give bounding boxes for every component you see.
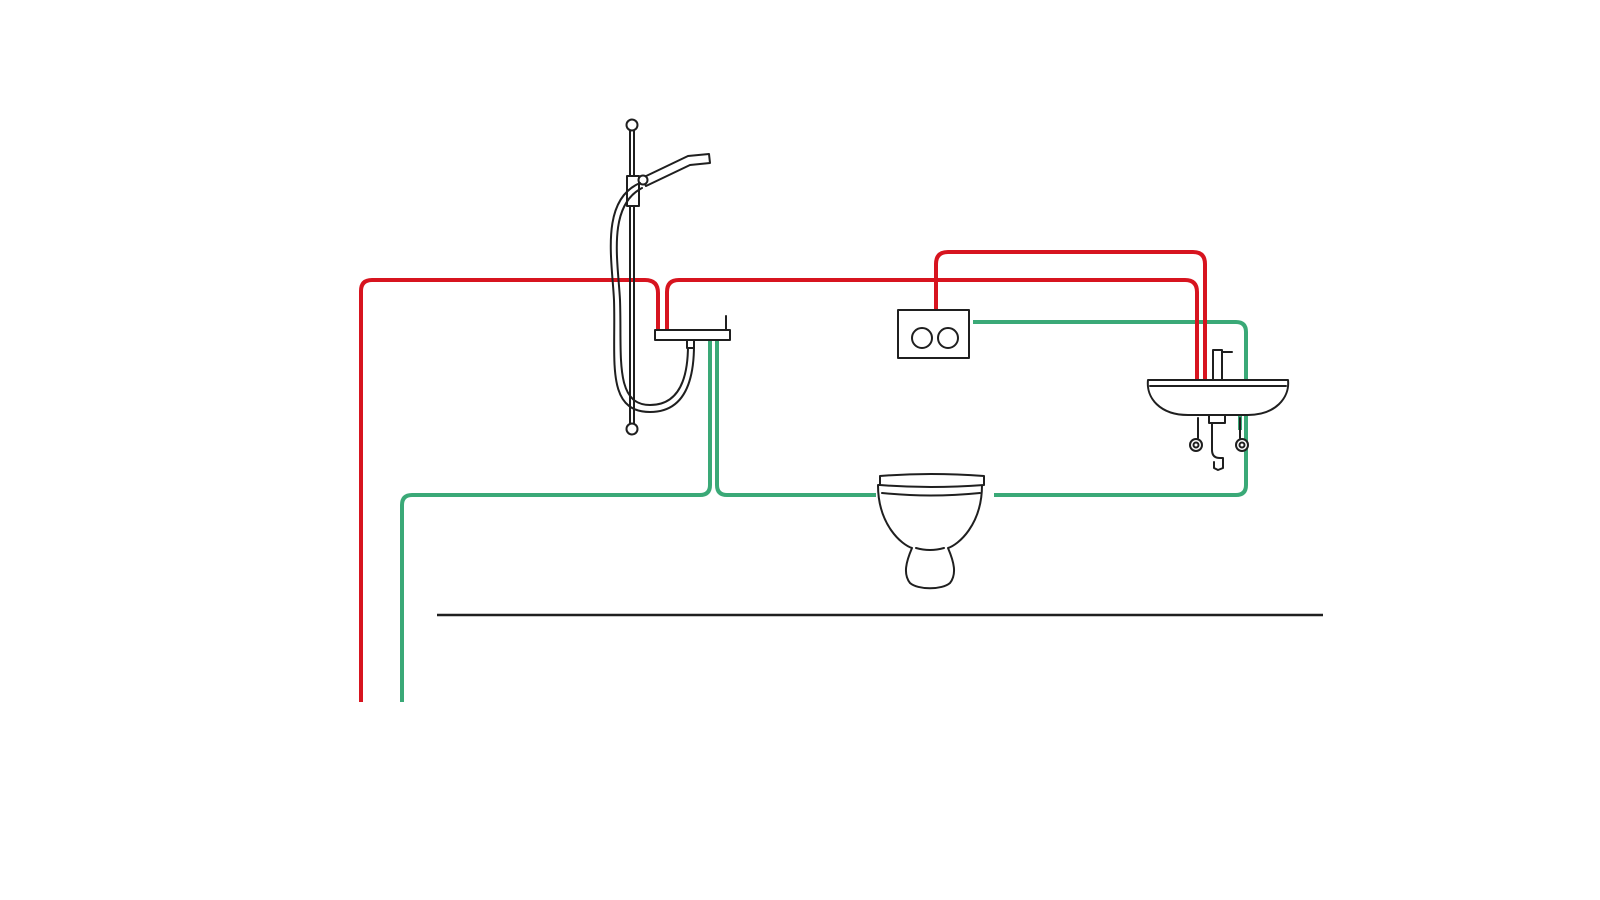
hot-pipe-riser xyxy=(359,278,660,702)
shower-hose-outer xyxy=(609,182,695,413)
toilet-lid xyxy=(879,473,985,488)
shower-hose-inner xyxy=(615,187,689,406)
shower-head xyxy=(641,153,711,187)
basin-waste xyxy=(1208,414,1226,424)
basin-bowl xyxy=(1146,379,1290,416)
hot-pipe-basin xyxy=(665,278,1199,415)
shower-set-icon xyxy=(609,118,731,436)
hot-water-pipes xyxy=(359,250,1207,702)
flush-plate-frame xyxy=(897,309,970,359)
shower-thermostat-icon xyxy=(654,329,731,341)
cold-water-pipes xyxy=(400,320,1248,702)
flush-plate-icon xyxy=(897,309,970,359)
hot-pipe-upper xyxy=(934,250,1207,415)
cold-pipe-toilet-left xyxy=(715,340,876,497)
cold-pipe-riser xyxy=(400,340,712,702)
toilet-seat xyxy=(881,492,981,497)
shower-head-joint xyxy=(637,174,649,186)
basin-valve-left-center xyxy=(1192,441,1200,449)
thermostat-outlet xyxy=(686,339,695,349)
toilet-bowl xyxy=(877,484,983,590)
toilet-trap xyxy=(915,547,945,551)
basin-valve-right-center xyxy=(1238,441,1246,449)
shower-rail-top-cap xyxy=(625,118,639,132)
basin-siphon xyxy=(1211,422,1224,471)
wall-hung-toilet-icon xyxy=(877,473,985,590)
shower-rail-bottom-cap xyxy=(625,422,639,436)
flush-button-small xyxy=(911,327,933,349)
flush-button-large xyxy=(937,327,959,349)
washbasin-icon xyxy=(1146,349,1290,471)
basin-tap xyxy=(1212,349,1223,381)
